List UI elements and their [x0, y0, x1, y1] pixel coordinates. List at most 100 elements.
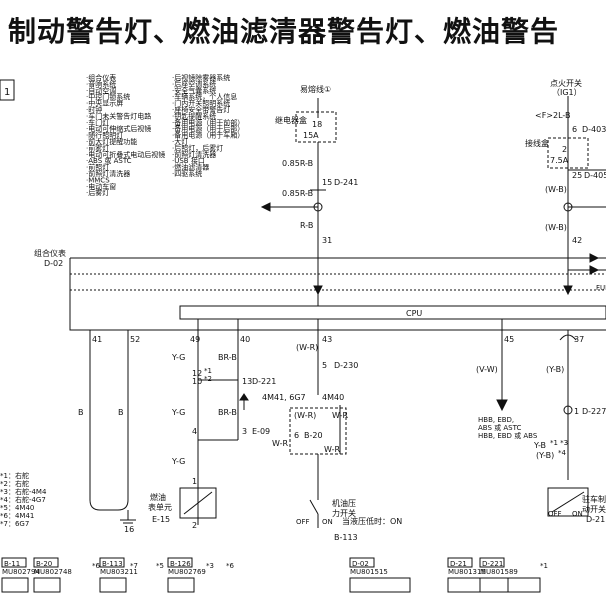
- variant-label: 4M41, 6G7: [262, 393, 306, 402]
- feature-list-item: ·车门灯: [86, 118, 109, 127]
- connector-mark: *5: [156, 562, 164, 570]
- feature-list-item: ·四驱系统: [172, 169, 202, 178]
- wire-yg-1: Y-G: [171, 353, 185, 362]
- connector-tag-box: [99, 557, 125, 568]
- pin-43: 43: [322, 335, 332, 344]
- footnote-item: *5：4M40: [0, 504, 34, 512]
- connector-mark: *6: [226, 562, 235, 570]
- conn-d221: D-221: [252, 377, 276, 386]
- connector-tag-box: [479, 557, 505, 568]
- wire-yg-3: Y-G: [171, 457, 185, 466]
- feature-list-item: ·燃油滤清器: [172, 163, 209, 172]
- feature-list-item: ·后照灯，后雾灯: [172, 143, 223, 152]
- feature-list-item: ·前照灯清洗器: [172, 150, 216, 159]
- footnote-item: *1：右舵: [0, 471, 29, 480]
- on-2: ON: [572, 510, 583, 518]
- pin-37: 37: [574, 335, 584, 344]
- fue-label: FUE: [596, 284, 606, 292]
- footnote-legend: *1：右舵*2：右舵*3：右舵-4M4*4：右舵-4G7*5：4M40*6：4M…: [0, 471, 47, 528]
- connector-body: [349, 577, 411, 593]
- note-4: *4: [558, 449, 567, 457]
- feature-list-item: ·MMCS: [86, 176, 110, 184]
- park-switch-2: 动开关: [582, 504, 606, 514]
- connector-mark: *3: [206, 562, 214, 570]
- feature-list-item: ·门内开关照明系统: [172, 99, 230, 108]
- footnote-item: *6：4M41: [0, 512, 34, 520]
- ignition-label: 点火开关: [550, 78, 582, 88]
- note-3: *1 *3: [550, 439, 568, 447]
- feature-list-item: ·大灯: [172, 137, 188, 146]
- feature-list-item: ·前大灯提醒功能: [86, 137, 137, 146]
- feature-list-item: ·后视镜除雾器系统: [172, 73, 230, 82]
- cpu-label: CPU: [406, 309, 422, 318]
- page-index: 1: [4, 87, 10, 98]
- connector-code: MU801315: [448, 568, 486, 576]
- f2lb-label: <F>2L-B: [535, 111, 571, 120]
- feature-list-item: ·电动可伸缩式后视镜: [86, 124, 151, 133]
- feature-list-item: ·ABS 或 ASTC: [86, 156, 132, 165]
- pin-4: 4: [192, 427, 197, 436]
- feature-list-item: ·前照灯清洗器: [86, 169, 130, 178]
- wire-wr-43: (W-R): [296, 343, 318, 352]
- feature-list-item: ·音响系统: [86, 79, 116, 88]
- footnote-item: *4：右舵-4G7: [0, 495, 46, 504]
- oil-switch-2: 力开关: [332, 508, 356, 518]
- feature-list-item: ·备用电源（用于后部）: [172, 124, 244, 133]
- wire-yb-4: (Y-B): [536, 451, 554, 460]
- wire-brb-2: BR-B: [218, 408, 237, 417]
- pin-45: 45: [504, 335, 514, 344]
- sensor-label-2: 表单元: [148, 502, 172, 512]
- conn-d403: D-403: [582, 125, 606, 134]
- pin-49: 49: [190, 335, 200, 344]
- wire-085rb-2: 0.85R-B: [282, 189, 313, 198]
- conn-d21: D-21: [586, 515, 605, 524]
- pin-41: 41: [92, 335, 102, 344]
- connector-code: MU801515: [350, 568, 388, 576]
- conn-6: 6: [572, 125, 577, 134]
- feature-list-item: ·电动可折叠式电动后视镜: [86, 150, 165, 159]
- connector-body: [447, 577, 509, 593]
- variant-4m40: 4M40: [322, 393, 344, 402]
- connector-tag-box: [447, 557, 473, 568]
- pin-52: 52: [130, 335, 140, 344]
- meter-frame: [69, 257, 606, 331]
- pin-2: 2: [192, 521, 197, 530]
- pin-1: 1: [192, 477, 197, 486]
- wire-085rb-1: 0.85R-B: [282, 159, 313, 168]
- conn-b20: B-20: [304, 431, 323, 440]
- connector-strip: B-11MU802794B-20MU802748B-113MU803211B-1…: [1, 557, 548, 593]
- connector-code: MU802794: [2, 568, 40, 576]
- feature-list-right: ·后视镜除雾器系统·后座空调系统·安全气囊系统·车辆系统，个人信息·门内开关照明…: [172, 73, 244, 178]
- feature-list-item: ·座椅安全带警告灯: [172, 105, 230, 114]
- feature-list-item: ·车辆系统，个人信息: [172, 92, 237, 101]
- pin-5: 5: [322, 361, 327, 370]
- wire-rb: R-B: [300, 221, 313, 230]
- connector-body: [33, 577, 61, 593]
- connector-tag: D-21: [450, 560, 467, 568]
- connector-tag-box: [33, 557, 59, 568]
- connector-code: MU802769: [168, 568, 206, 576]
- connector-tag: B-126: [170, 560, 191, 568]
- pin-13: 13: [242, 377, 252, 386]
- connector-tag-box: [1, 557, 27, 568]
- feature-list-item: ·中央显示屏: [86, 99, 123, 108]
- connector-mark: *1: [540, 562, 548, 570]
- feature-list-item: ·备用电源（用于前部）: [172, 118, 244, 127]
- fuse-amp-right: 7.5A: [550, 156, 569, 165]
- conn-d227: D-227: [582, 407, 606, 416]
- sensor-label-1: 燃油: [150, 492, 166, 502]
- connector-code: MU803211: [100, 568, 138, 576]
- fuse-number-left: 18: [312, 120, 322, 129]
- conn-e09: E-09: [252, 427, 270, 436]
- footnote-item: *7：6G7: [0, 520, 29, 528]
- page-index-box: [0, 79, 15, 101]
- cpu-bus: [179, 305, 606, 320]
- connector-mark: *6: [92, 562, 101, 570]
- feature-list-left: ·组合仪表·音响系统·自动空调·中控门锁系统·中央显示屏·时钟·车门未关警告灯电…: [86, 73, 165, 197]
- pin-6b: 6: [294, 431, 299, 440]
- pin-40: 40: [240, 335, 250, 344]
- park-switch-1: 驻车制: [582, 494, 606, 504]
- ground-16: 16: [124, 525, 134, 534]
- feature-list-item: ·电动车窗: [86, 182, 116, 191]
- fuse-box-label: 接线盒: [525, 138, 549, 148]
